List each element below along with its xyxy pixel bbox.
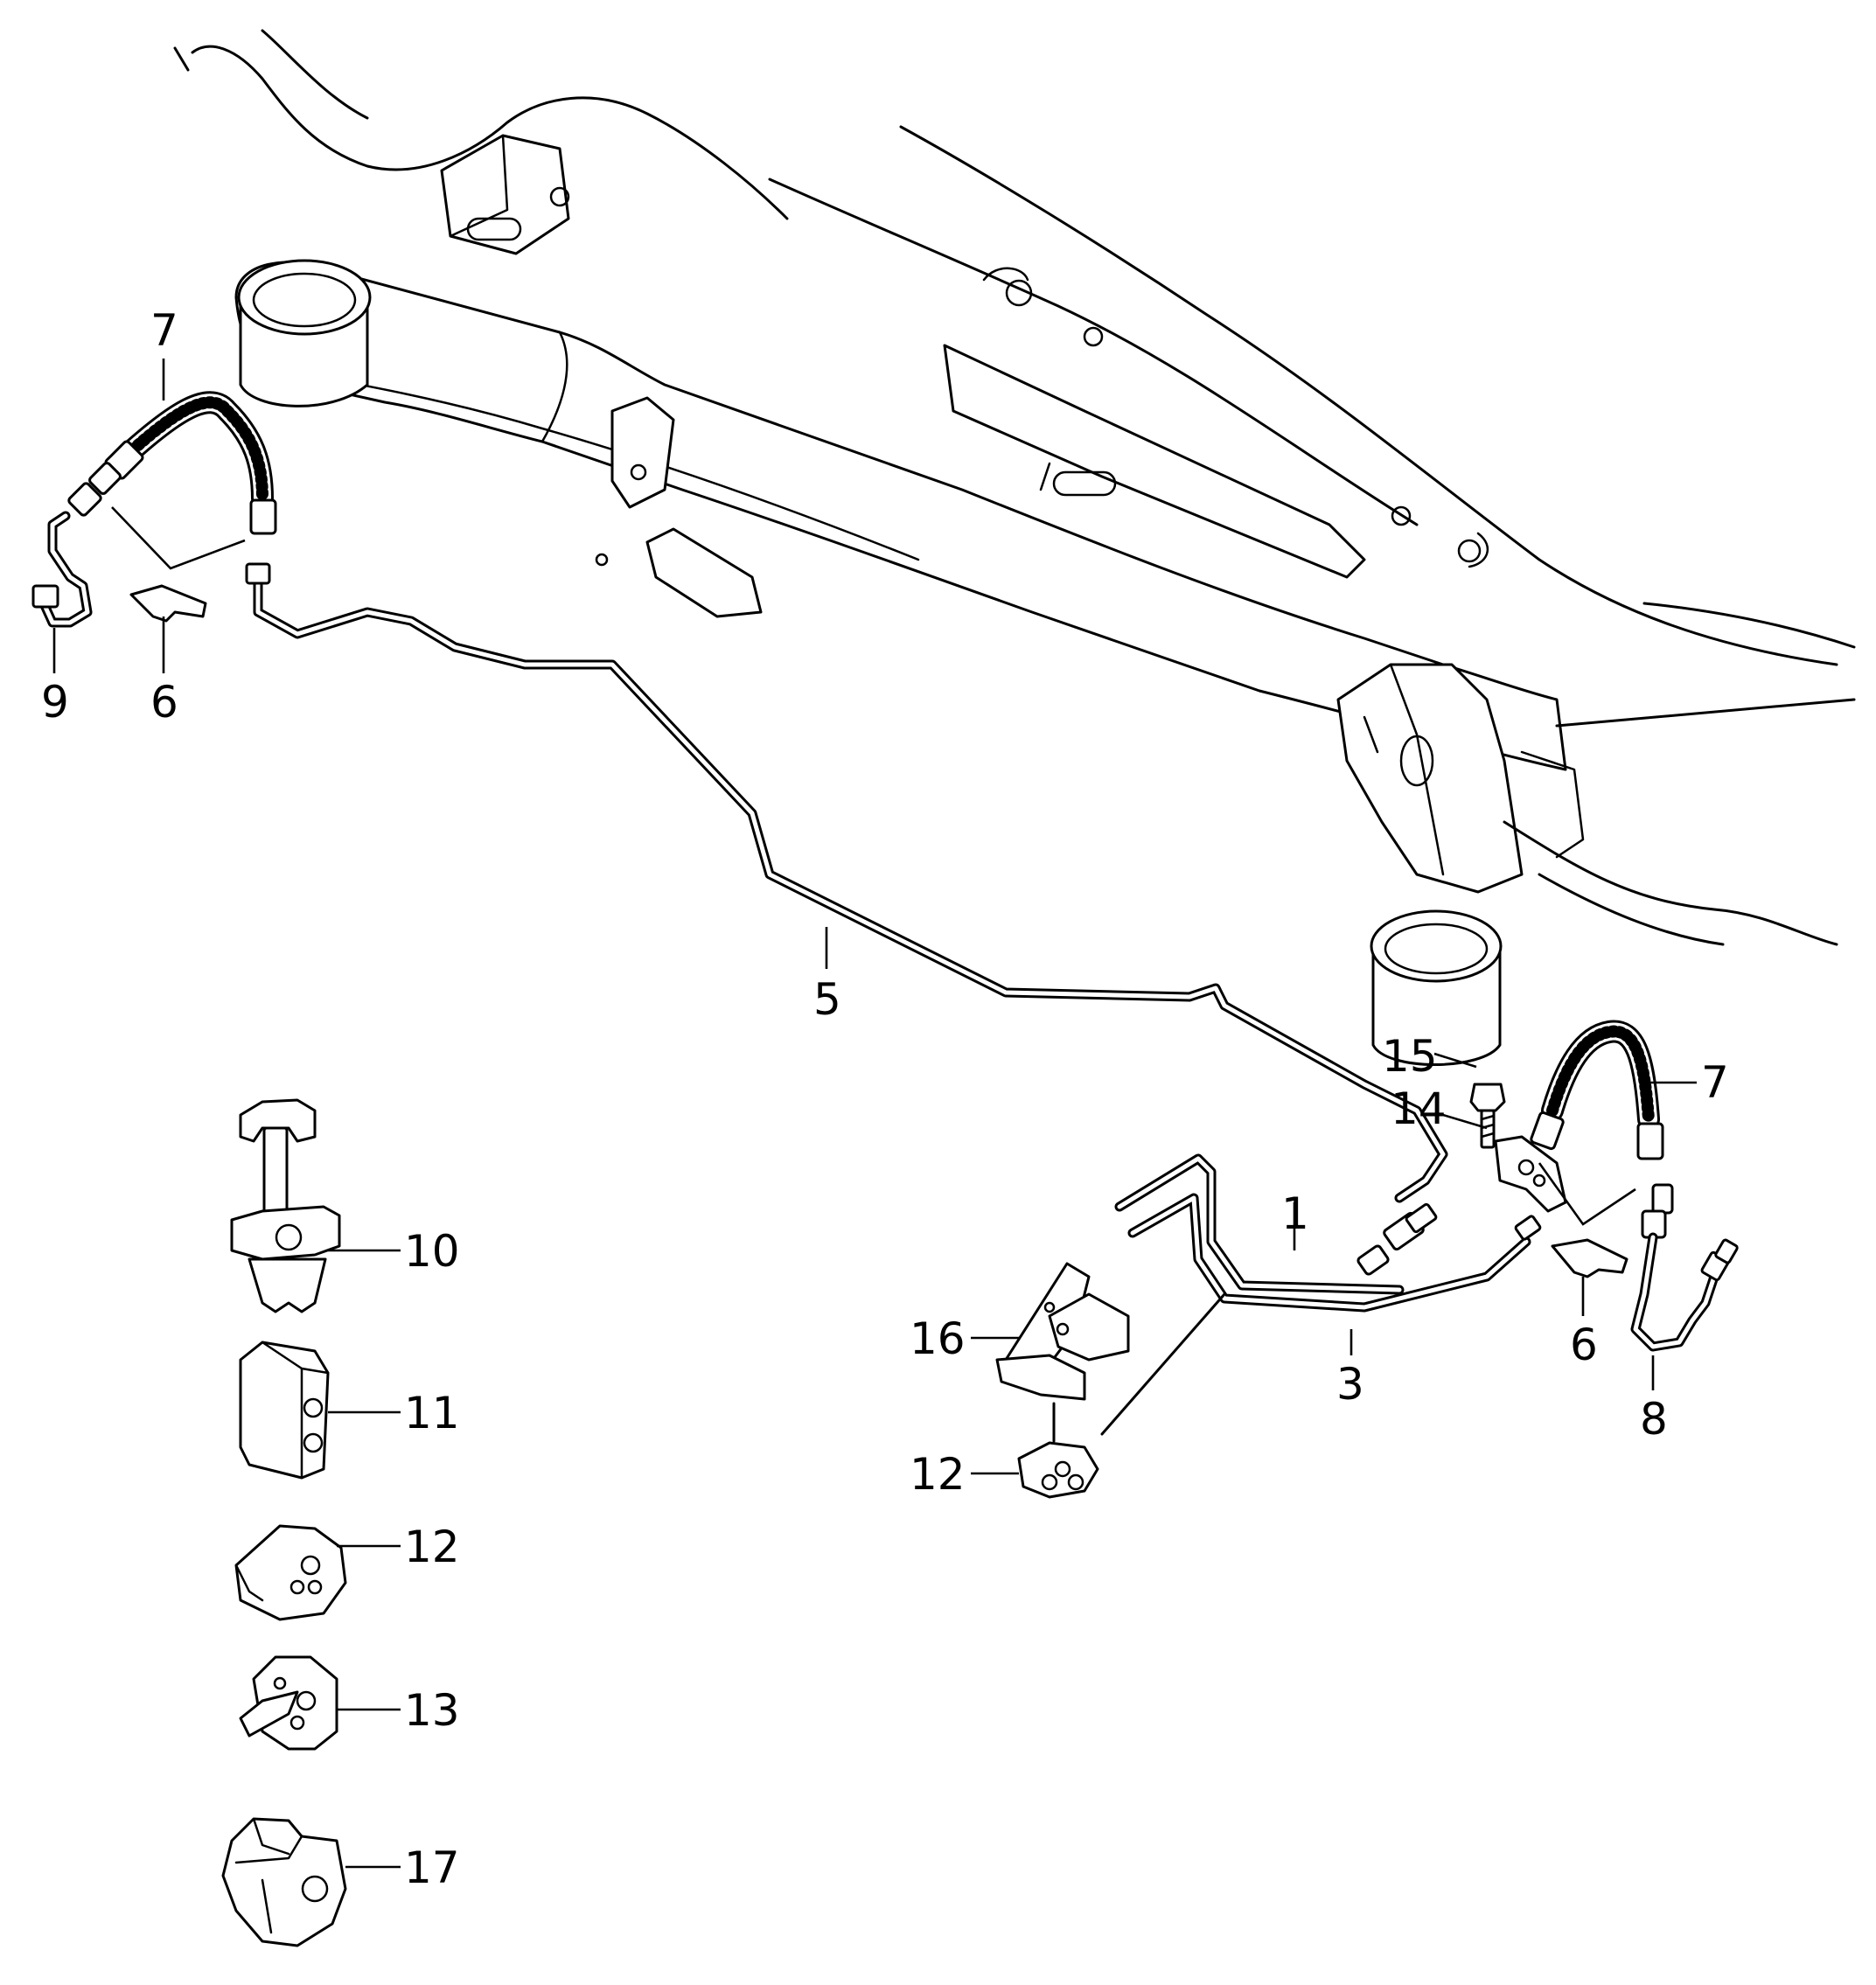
damping-pad-11 [239, 1341, 330, 1480]
callout-17: 17 [404, 1842, 460, 1893]
callout-labels: 7 9 6 5 15 14 7 1 3 6 8 16 12 10 11 12 1… [41, 305, 1729, 1893]
brake-hose-7-left [67, 391, 277, 535]
pipe-section-8 [1630, 1232, 1739, 1352]
callout-13: 13 [404, 1685, 460, 1736]
callout-6-left: 6 [150, 677, 178, 728]
callout-11: 11 [404, 1388, 460, 1438]
callout-16: 16 [910, 1313, 966, 1364]
callout-12-installed: 12 [910, 1449, 966, 1500]
mounting-bracket-16 [995, 1262, 1130, 1401]
rear-axle-body [173, 29, 1856, 1066]
hose-bracket-14 [1494, 1135, 1567, 1213]
brake-line-1 [1114, 1153, 1405, 1295]
retaining-clip-6-right [1551, 1238, 1628, 1278]
callout-15: 15 [1382, 1031, 1438, 1082]
callout-10: 10 [404, 1226, 460, 1277]
callout-8: 8 [1640, 1394, 1668, 1445]
leader-lines [52, 359, 1697, 1869]
brake-hose-7-right [1530, 1020, 1674, 1239]
brake-line-3 [1127, 1193, 1531, 1313]
callout-7-right: 7 [1701, 1057, 1729, 1108]
pipe-clip-17 [221, 1817, 347, 1947]
pipe-clip-13 [239, 1655, 338, 1751]
pipe-clip-12-installed [1017, 1402, 1099, 1499]
pipe-section-9 [31, 511, 93, 628]
callout-6-right: 6 [1570, 1320, 1598, 1370]
callout-14: 14 [1391, 1083, 1447, 1134]
push-clip-10 [230, 1098, 341, 1313]
callout-3: 3 [1336, 1359, 1364, 1410]
callout-12: 12 [404, 1522, 460, 1572]
pipe-union-fittings [245, 562, 1542, 1276]
bolt-15 [1469, 1083, 1506, 1149]
callout-5: 5 [813, 974, 841, 1025]
callout-1: 1 [1281, 1188, 1309, 1239]
clip-connection-line [1100, 1292, 1226, 1436]
callout-9: 9 [41, 677, 69, 728]
brake-line-5 [253, 576, 1448, 1203]
pipe-clip-12 [234, 1524, 347, 1621]
retaining-clip-6-left [129, 584, 207, 623]
callout-7-left: 7 [150, 305, 178, 356]
